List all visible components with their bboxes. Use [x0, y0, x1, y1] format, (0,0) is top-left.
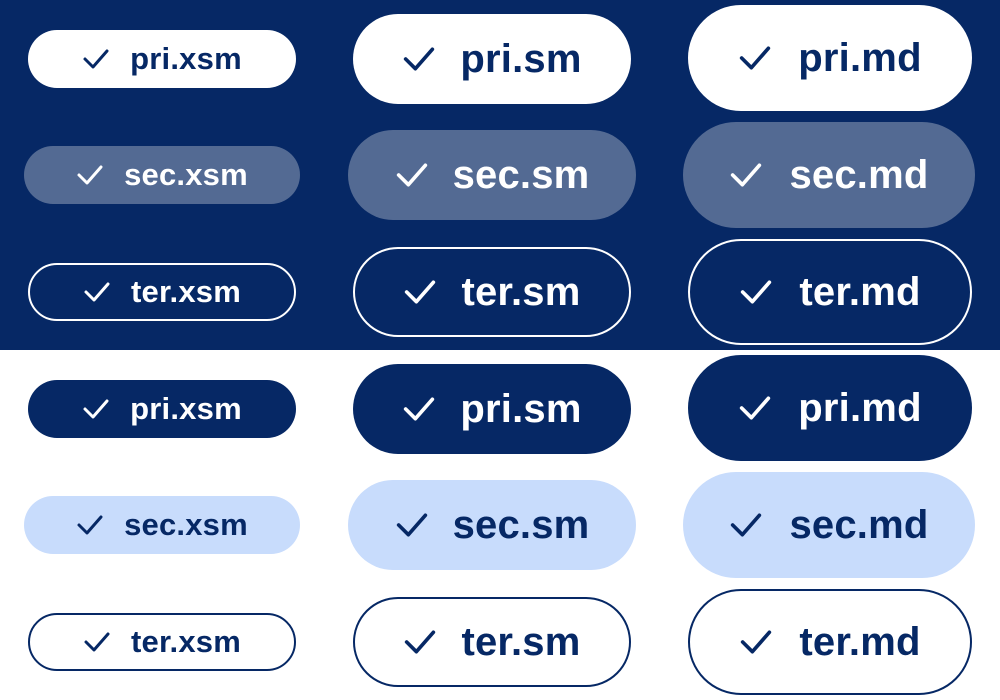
check-icon	[738, 394, 772, 422]
check-icon	[395, 161, 429, 189]
button-label: ter.md	[799, 619, 921, 664]
check-icon	[729, 161, 763, 189]
button-label: ter.xsm	[131, 274, 241, 309]
primary-sm-button-light[interactable]: pri.sm	[353, 364, 631, 454]
button-label: sec.sm	[452, 152, 590, 197]
check-icon	[76, 164, 104, 186]
primary-xsm-button-light[interactable]: pri.xsm	[28, 380, 296, 438]
check-icon	[403, 278, 437, 306]
check-icon	[83, 281, 111, 303]
button-label: pri.md	[798, 385, 922, 430]
button-label: sec.xsm	[124, 157, 248, 192]
button-label: pri.sm	[460, 36, 582, 81]
check-icon	[76, 514, 104, 536]
dark-theme-panel: pri.xsm pri.sm pri.md sec.xsm sec.sm sec…	[0, 0, 1000, 350]
tertiary-sm-button-light[interactable]: ter.sm	[353, 597, 631, 687]
button-label: sec.md	[789, 152, 929, 197]
button-label: ter.sm	[461, 619, 581, 664]
secondary-md-button-dark[interactable]: sec.md	[683, 122, 975, 228]
button-label: sec.sm	[452, 502, 590, 547]
primary-md-button-dark[interactable]: pri.md	[688, 5, 972, 111]
secondary-xsm-button-light[interactable]: sec.xsm	[24, 496, 300, 554]
secondary-xsm-button-dark[interactable]: sec.xsm	[24, 146, 300, 204]
button-label: pri.md	[798, 35, 922, 80]
button-label: pri.sm	[460, 386, 582, 431]
check-icon	[82, 48, 110, 70]
primary-md-button-light[interactable]: pri.md	[688, 355, 972, 461]
button-label: ter.md	[799, 269, 921, 314]
check-icon	[402, 45, 436, 73]
button-label: pri.xsm	[130, 41, 242, 76]
tertiary-md-button-light[interactable]: ter.md	[688, 589, 972, 695]
check-icon	[739, 278, 773, 306]
tertiary-xsm-button-light[interactable]: ter.xsm	[28, 613, 296, 671]
button-label: ter.xsm	[131, 624, 241, 659]
check-icon	[402, 395, 436, 423]
tertiary-md-button-dark[interactable]: ter.md	[688, 239, 972, 345]
check-icon	[738, 44, 772, 72]
check-icon	[395, 511, 429, 539]
light-theme-panel: pri.xsm pri.sm pri.md sec.xsm sec.sm sec…	[0, 350, 1000, 700]
button-label: sec.xsm	[124, 507, 248, 542]
check-icon	[729, 511, 763, 539]
tertiary-xsm-button-dark[interactable]: ter.xsm	[28, 263, 296, 321]
check-icon	[403, 628, 437, 656]
check-icon	[82, 398, 110, 420]
tertiary-sm-button-dark[interactable]: ter.sm	[353, 247, 631, 337]
check-icon	[739, 628, 773, 656]
button-label: sec.md	[789, 502, 929, 547]
button-label: ter.sm	[461, 269, 581, 314]
button-label: pri.xsm	[130, 391, 242, 426]
secondary-md-button-light[interactable]: sec.md	[683, 472, 975, 578]
primary-xsm-button-dark[interactable]: pri.xsm	[28, 30, 296, 88]
secondary-sm-button-light[interactable]: sec.sm	[348, 480, 636, 570]
primary-sm-button-dark[interactable]: pri.sm	[353, 14, 631, 104]
secondary-sm-button-dark[interactable]: sec.sm	[348, 130, 636, 220]
check-icon	[83, 631, 111, 653]
